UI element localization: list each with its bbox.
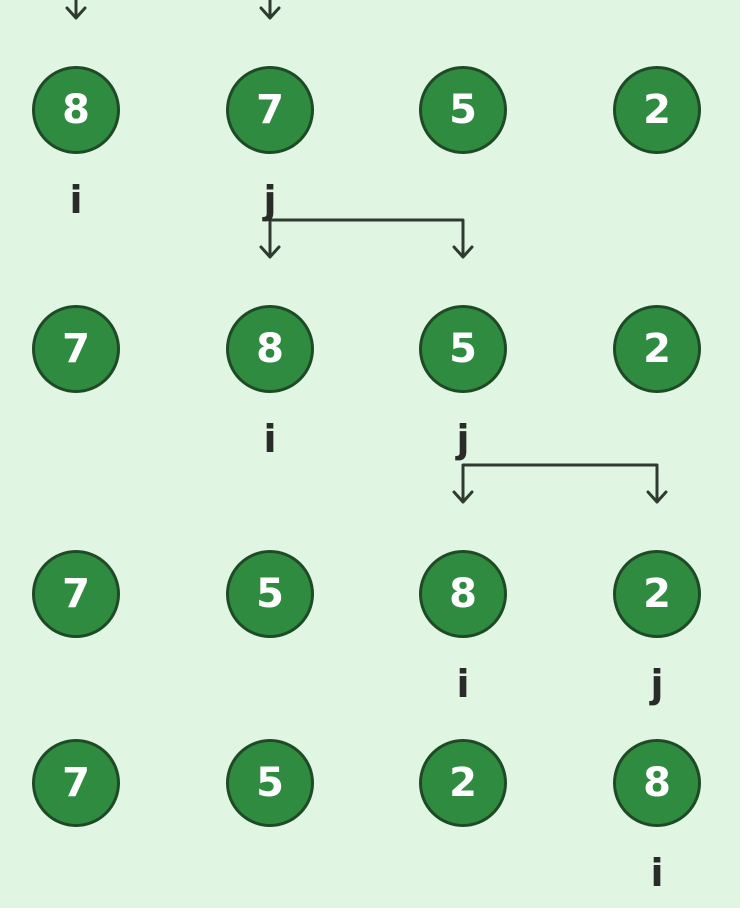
swap-arrow-path	[65, 0, 281, 20]
array-element-node: 8	[419, 550, 507, 638]
array-element-node: 5	[419, 66, 507, 154]
pointer-label-j: j	[456, 417, 470, 461]
array-element-node: 8	[226, 305, 314, 393]
array-element-node: 2	[613, 550, 701, 638]
pointer-label-i: i	[456, 662, 470, 706]
array-element-node: 2	[613, 305, 701, 393]
array-element-node: 7	[226, 66, 314, 154]
array-element-node: 8	[32, 66, 120, 154]
pointer-label-j: j	[650, 662, 664, 706]
swap-arrow-path	[452, 463, 668, 504]
array-element-node: 7	[32, 550, 120, 638]
pointer-label-i: i	[650, 851, 664, 895]
swap-arrow-icon	[452, 463, 668, 504]
array-element-node: 7	[32, 305, 120, 393]
array-element-node: 5	[226, 550, 314, 638]
array-element-node: 7	[32, 739, 120, 827]
array-element-node: 8	[613, 739, 701, 827]
swap-arrow-icon	[259, 218, 474, 259]
array-element-node: 5	[419, 305, 507, 393]
pointer-label-i: i	[69, 178, 83, 222]
swap-arrow-icon	[65, 0, 281, 20]
array-element-node: 2	[613, 66, 701, 154]
swap-arrow-path	[259, 218, 474, 259]
pointer-label-i: i	[263, 417, 277, 461]
array-element-node: 5	[226, 739, 314, 827]
array-element-node: 2	[419, 739, 507, 827]
pointer-label-j: j	[263, 178, 277, 222]
